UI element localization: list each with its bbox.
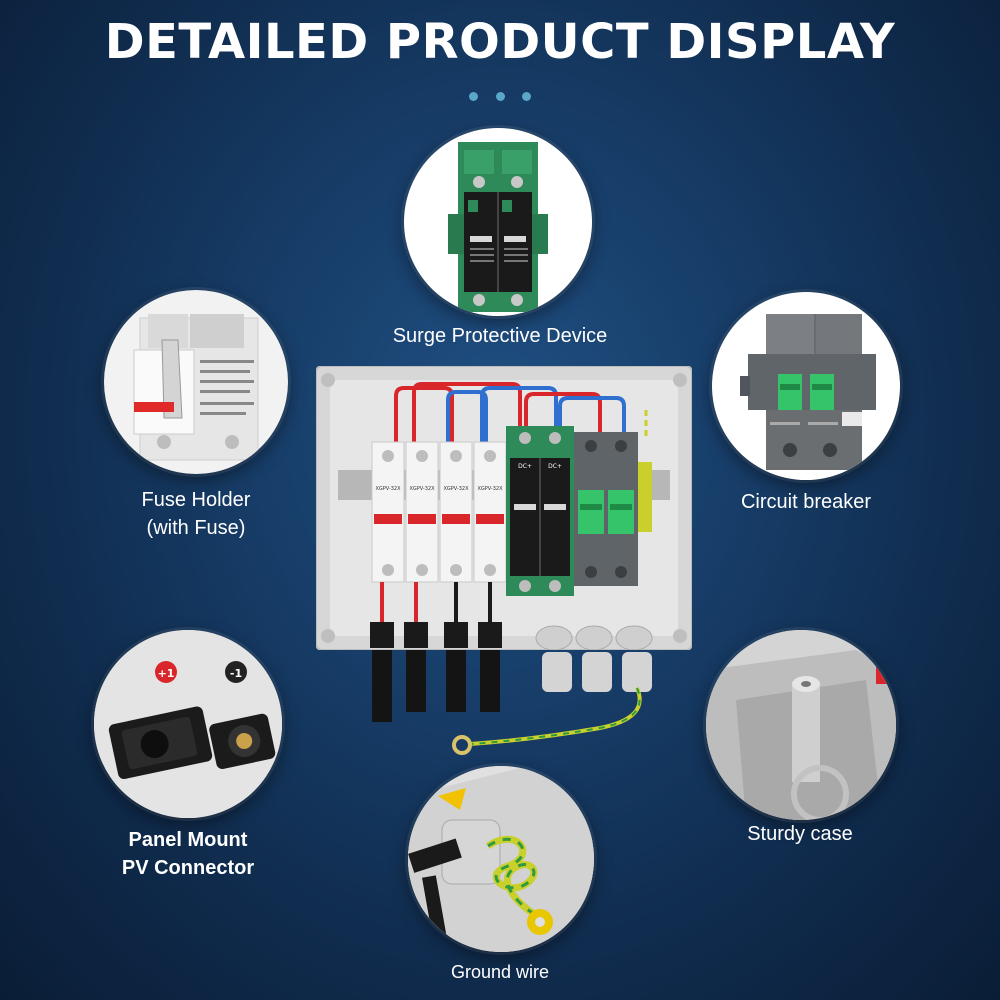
fuse-holder-label-line1: Fuse Holder (141, 489, 251, 511)
spd-polarity-2: DC+ (548, 463, 562, 470)
pv-connector-label: Panel Mount PV Connector (88, 826, 288, 882)
pv-connector-label-line1: Panel Mount (128, 829, 248, 851)
pv-connector-label-line2: PV Connector (121, 857, 255, 879)
plus-mark: +1 (158, 667, 175, 680)
ground-wire-photo (408, 766, 594, 952)
fuse-model-3: XGPV-32X (443, 486, 469, 492)
fuse-model-2: XGPV-32X (409, 486, 435, 492)
circuit-breaker-label: Circuit breaker (740, 491, 872, 513)
fuse-model-4: XGPV-32X (477, 486, 503, 492)
external-cables (372, 650, 652, 755)
fuse-holder-label: Fuse Holder (with Fuse) (96, 486, 296, 542)
pv-connector-photo: +1 -1 (94, 630, 282, 818)
spd-label: Surge Protective Device (392, 325, 608, 347)
page-title: DETAILED PRODUCT DISPLAY (104, 14, 896, 70)
circuit-breaker-photo (712, 292, 900, 480)
spd-photo (404, 128, 592, 316)
fuse-holder-label-line2: (with Fuse) (146, 517, 246, 539)
decorative-dots (469, 92, 531, 102)
sturdy-case-label: Sturdy case (747, 823, 853, 845)
ground-wire-label: Ground wire (450, 962, 550, 982)
fuse-model-1: XGPV-32X (375, 486, 401, 492)
minus-mark: -1 (230, 667, 242, 680)
sturdy-case-photo (706, 630, 896, 820)
spd-polarity-1: DC+ (518, 463, 532, 470)
combiner-box-photo: XGPV-32X XGPV-32X XGPV-32X XGPV-32X DC+ … (316, 366, 692, 650)
fuse-holder-photo (104, 290, 288, 474)
